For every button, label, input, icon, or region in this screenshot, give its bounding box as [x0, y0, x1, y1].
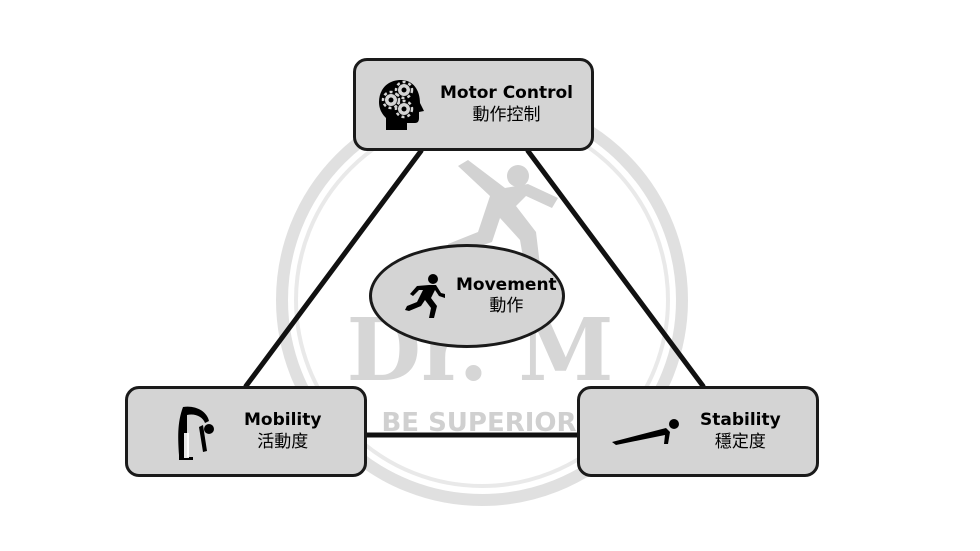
running-person-icon: [398, 272, 448, 320]
node-movement-title-zh: 動作: [489, 296, 524, 316]
node-motor-control: Motor Control 動作控制: [353, 58, 594, 151]
forward-bend-person-icon: [170, 403, 222, 461]
connector-lines: [243, 148, 706, 438]
node-mobility-title-zh: 活動度: [257, 431, 309, 452]
line-motor-to-mobility: [243, 148, 424, 389]
node-mobility: Mobility 活動度: [125, 386, 367, 477]
watermark-runner-icon: [448, 160, 558, 286]
plank-person-icon: [608, 418, 684, 446]
node-mobility-title-en: Mobility: [244, 410, 322, 431]
line-motor-to-stability: [525, 148, 706, 389]
node-stability-title-zh: 穩定度: [714, 431, 766, 452]
node-movement: Movement 動作: [369, 244, 565, 348]
node-stability-title-en: Stability: [700, 410, 781, 431]
node-motor-title-zh: 動作控制: [472, 104, 541, 125]
node-stability: Stability 穩定度: [577, 386, 819, 477]
node-movement-title-en: Movement: [456, 274, 557, 295]
node-motor-title-en: Motor Control: [440, 83, 573, 104]
head-gears-icon: [374, 78, 430, 132]
